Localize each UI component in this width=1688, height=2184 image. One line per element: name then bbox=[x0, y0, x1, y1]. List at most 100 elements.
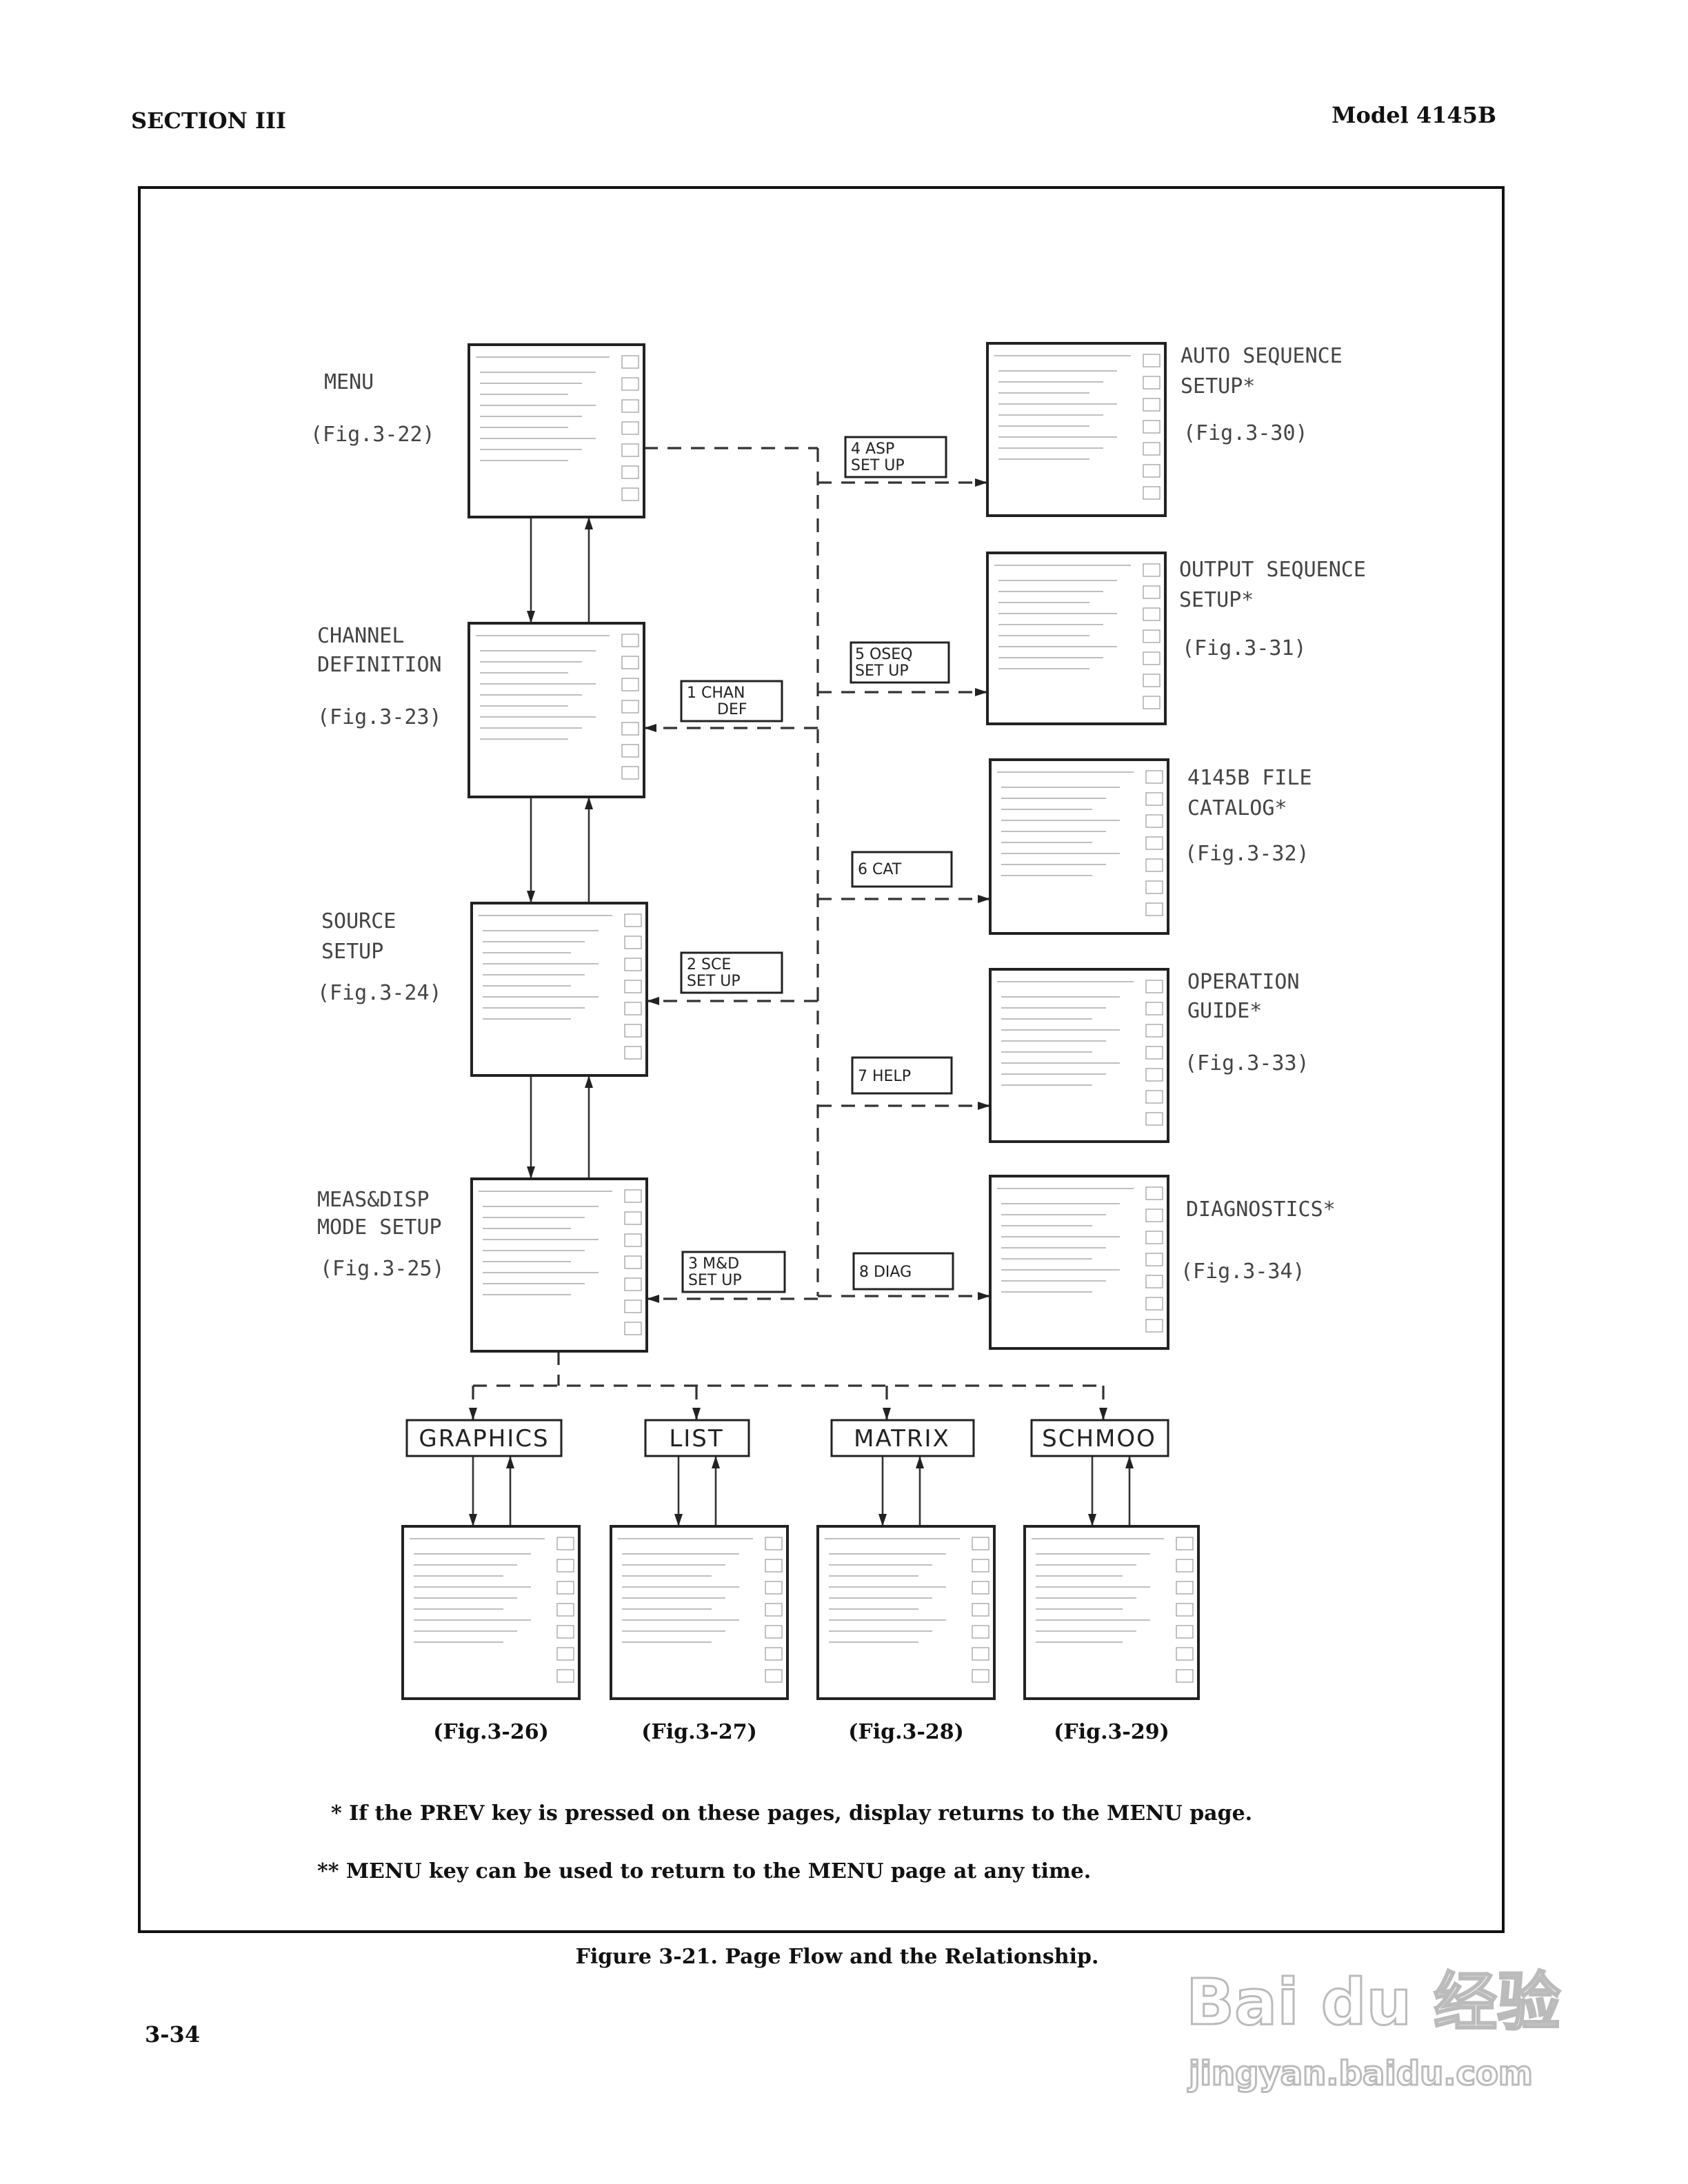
meas-label-2: MODE SETUP bbox=[317, 1215, 442, 1240]
arrowhead-icon bbox=[712, 1456, 720, 1468]
asp-label-2: SETUP* bbox=[1180, 374, 1255, 398]
arrowhead-icon bbox=[585, 1075, 593, 1088]
fig-graphics: (Fig.3-26) bbox=[433, 1720, 549, 1744]
arrowhead-icon bbox=[975, 478, 987, 487]
mode-graphics: GRAPHICS bbox=[419, 1425, 549, 1453]
fig-matrix: (Fig.3-28) bbox=[848, 1720, 964, 1744]
arrowhead-icon bbox=[469, 1408, 477, 1420]
fig-list: (Fig.3-27) bbox=[641, 1720, 757, 1744]
asp-label-1: AUTO SEQUENCE bbox=[1180, 344, 1343, 368]
arrowhead-icon bbox=[978, 895, 990, 903]
channel-label-1: CHANNEL bbox=[317, 624, 404, 648]
note-menu: ** MENU key can be used to return to the… bbox=[317, 1859, 1091, 1883]
cat-fig: (Fig.3-32) bbox=[1185, 842, 1309, 866]
channel-label-2: DEFINITION bbox=[317, 653, 442, 677]
output-sequence-screen bbox=[986, 552, 1167, 725]
arrowhead-icon bbox=[692, 1408, 701, 1420]
key-chan-2: DEF bbox=[717, 701, 747, 718]
file-catalog-screen bbox=[989, 758, 1169, 935]
channel-definition-screen bbox=[468, 622, 645, 798]
source-setup-screen bbox=[470, 902, 648, 1077]
display-mode-keys: GRAPHICS LIST MATRIX SCHMOO (Fig.3-26) (… bbox=[405, 1419, 1169, 1744]
menu-label: MENU bbox=[324, 370, 374, 394]
arrowhead-icon bbox=[878, 1514, 887, 1526]
watermark-logo: Bai du 经验 bbox=[1186, 1965, 1560, 2039]
flow-connectors bbox=[469, 447, 1134, 1526]
meas-fig: (Fig.3-25) bbox=[320, 1257, 445, 1281]
page-number: 3-34 bbox=[145, 2021, 200, 2048]
key-asp-1: 4 ASP bbox=[851, 441, 894, 458]
oseq-fig: (Fig.3-31) bbox=[1182, 636, 1307, 660]
key-sce-2: SET UP bbox=[687, 973, 741, 990]
key-asp-2: SET UP bbox=[851, 457, 905, 474]
operation-guide-screen bbox=[989, 968, 1169, 1143]
arrowhead-icon bbox=[527, 611, 535, 623]
fig-schmoo: (Fig.3-29) bbox=[1054, 1720, 1169, 1744]
note-prev: * If the PREV key is pressed on these pa… bbox=[331, 1801, 1252, 1826]
auto-sequence-screen bbox=[986, 342, 1167, 517]
mode-schmoo: SCHMOO bbox=[1042, 1425, 1156, 1453]
cat-label-1: 4145B FILE bbox=[1187, 766, 1312, 790]
arrowhead-icon bbox=[975, 688, 987, 696]
source-label-1: SOURCE bbox=[321, 909, 396, 933]
menu-fig: (Fig.3-22) bbox=[310, 423, 435, 447]
arrowhead-icon bbox=[916, 1456, 924, 1468]
oseq-label-1: OUTPUT SEQUENCE bbox=[1179, 558, 1366, 582]
screen-thumbnails bbox=[401, 342, 1200, 1700]
arrowhead-icon bbox=[647, 1295, 659, 1303]
arrowhead-icon bbox=[978, 1102, 990, 1110]
key-md-1: 3 M&D bbox=[688, 1255, 739, 1273]
arrowhead-icon bbox=[883, 1408, 891, 1420]
diagnostics-screen bbox=[989, 1175, 1169, 1350]
softkeys: 4 ASP SET UP 5 OSEQ SET UP 6 CAT 7 HELP … bbox=[680, 436, 954, 1293]
key-diag: 8 DIAG bbox=[859, 1264, 912, 1281]
list-screen bbox=[610, 1525, 789, 1700]
arrowhead-icon bbox=[585, 797, 593, 809]
diag-fig: (Fig.3-34) bbox=[1180, 1260, 1305, 1284]
source-label-2: SETUP bbox=[321, 940, 383, 964]
meas-label-1: MEAS&DISP bbox=[317, 1188, 430, 1212]
key-sce-1: 2 SCE bbox=[687, 956, 731, 973]
arrowhead-icon bbox=[1088, 1514, 1096, 1526]
key-chan-1: 1 CHAN bbox=[687, 685, 745, 702]
source-fig: (Fig.3-24) bbox=[317, 981, 442, 1005]
arrowhead-icon bbox=[527, 1166, 535, 1179]
matrix-screen bbox=[816, 1525, 996, 1700]
arrowhead-icon bbox=[674, 1514, 683, 1526]
key-cat: 6 CAT bbox=[858, 861, 902, 878]
cat-label-2: CATALOG* bbox=[1187, 796, 1287, 820]
key-oseq-1: 5 OSEQ bbox=[855, 646, 913, 663]
figure-frame bbox=[138, 186, 1505, 1933]
help-label-1: OPERATION bbox=[1187, 970, 1300, 994]
oseq-label-2: SETUP* bbox=[1179, 588, 1254, 612]
arrowhead-icon bbox=[469, 1514, 477, 1526]
watermark-url: jingyan.baidu.com bbox=[1187, 2054, 1533, 2093]
schmoo-screen bbox=[1023, 1525, 1200, 1700]
right-page-labels: AUTO SEQUENCE SETUP* (Fig.3-30) OUTPUT S… bbox=[1179, 344, 1366, 1284]
section-header: SECTION III bbox=[131, 108, 286, 134]
left-page-labels: MENU (Fig.3-22) CHANNEL DEFINITION (Fig.… bbox=[310, 370, 445, 1281]
model-header: Model 4145B bbox=[1332, 102, 1496, 128]
arrowhead-icon bbox=[978, 1292, 990, 1300]
key-oseq-2: SET UP bbox=[855, 663, 909, 680]
menu-screen bbox=[468, 343, 645, 518]
channel-fig: (Fig.3-23) bbox=[317, 705, 442, 729]
arrowhead-icon bbox=[644, 724, 656, 732]
figure-caption: Figure 3-21. Page Flow and the Relations… bbox=[576, 1945, 1099, 1969]
arrowhead-icon bbox=[527, 891, 535, 903]
graphics-screen bbox=[401, 1525, 581, 1700]
help-label-2: GUIDE* bbox=[1187, 999, 1262, 1023]
help-fig: (Fig.3-33) bbox=[1185, 1051, 1309, 1075]
mode-list: LIST bbox=[669, 1425, 723, 1453]
baidu-watermark: Bai du 经验 jingyan.baidu.com bbox=[1185, 1965, 1562, 2094]
mode-matrix: MATRIX bbox=[854, 1425, 950, 1453]
key-help: 7 HELP bbox=[858, 1068, 911, 1085]
arrowhead-icon bbox=[647, 997, 659, 1005]
arrowhead-icon bbox=[1125, 1456, 1134, 1468]
arrowhead-icon bbox=[1099, 1408, 1107, 1420]
arrowhead-icon bbox=[506, 1456, 514, 1468]
key-md-2: SET UP bbox=[688, 1272, 742, 1289]
meas-disp-setup-screen bbox=[470, 1177, 648, 1353]
arrowhead-icon bbox=[585, 517, 593, 529]
